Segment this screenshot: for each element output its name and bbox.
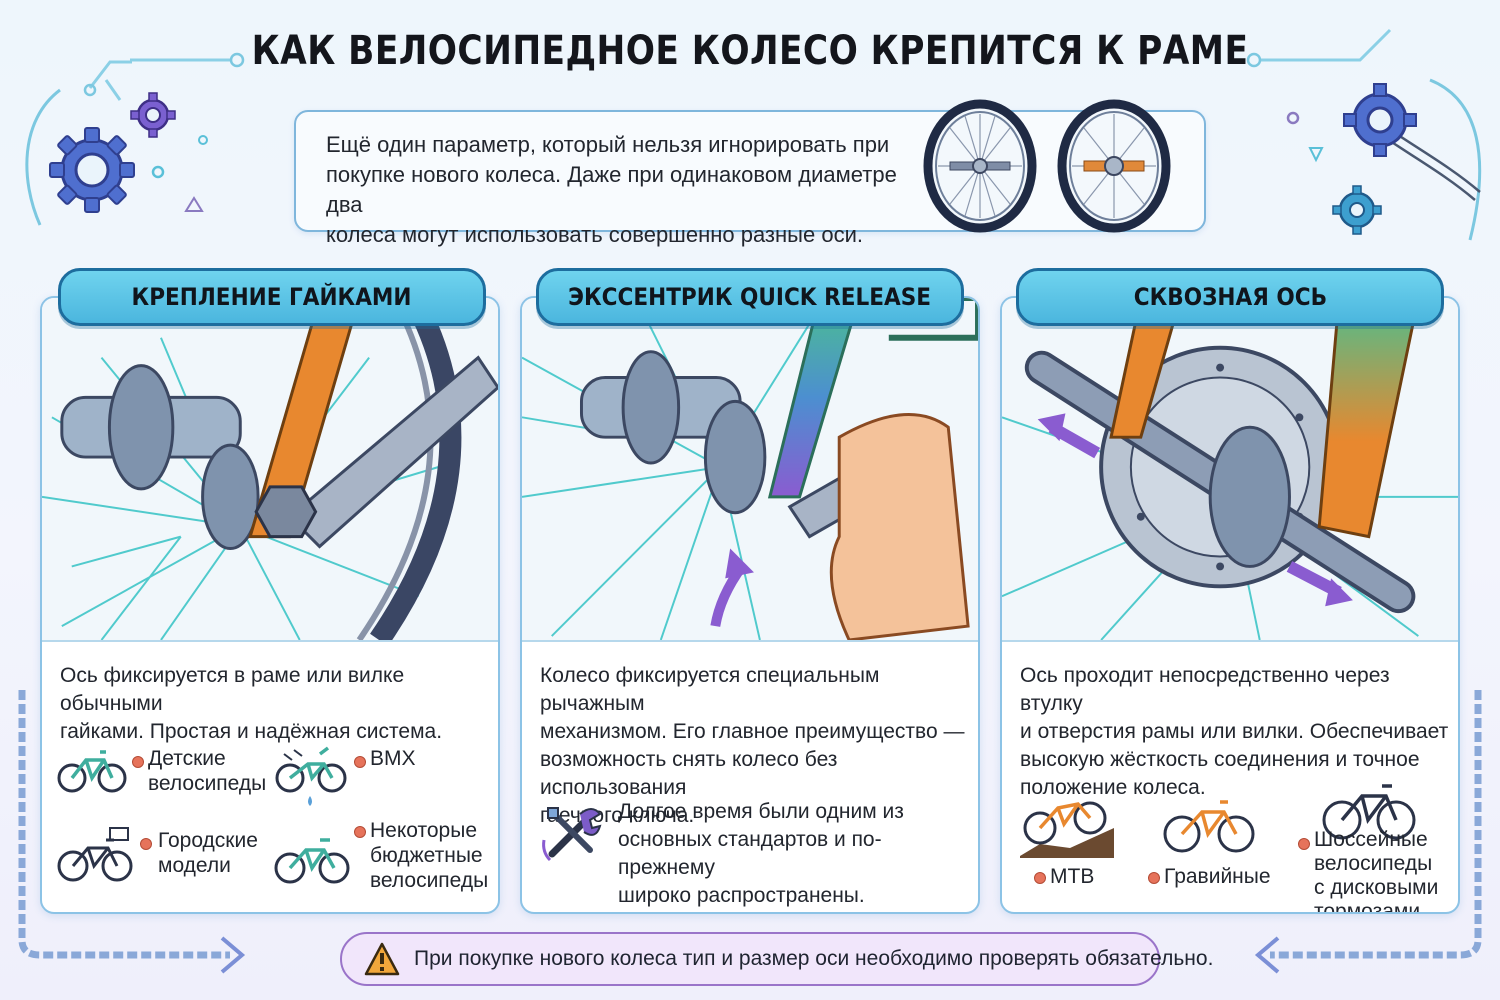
gear-icon [49,127,135,213]
bike-item-budget: Некоторые бюджетные велосипеды [274,819,494,904]
two-wheels-illustration [923,99,1171,233]
bike-label-city: Городские модели [158,829,258,877]
bike-item-bmx: BMX [274,736,484,826]
gear-icon [1343,83,1417,157]
budget-bike-icon [274,838,350,884]
panel-header-quick-release: ЭКССЕНТРИК QUICK RELEASE [536,268,964,326]
wheel-icon [923,99,1037,233]
bike-item-mtb: MTB [1020,788,1150,898]
bike-label-kids: Детские велосипеды [148,747,267,795]
quick-release-note: Долгое время были одним из основных стан… [618,800,904,907]
tools-icon [542,807,602,862]
nut-mount-description: Ось фиксируется в раме или вилке обычным… [60,664,443,743]
road-bike-icon [1322,784,1416,840]
wheel-icon [1057,99,1171,233]
bullet-icon [140,838,152,850]
warning-bar: При покупке нового колеса тип и размер о… [340,932,1213,986]
panel-thru-axle: Ось проходит непосредственно через втулк… [1000,296,1460,914]
bike-label-mtb: MTB [1050,865,1095,888]
thru-axle-illustration [1002,298,1458,642]
panel-nut-mount: Ось фиксируется в раме или вилке обычным… [40,296,500,914]
small-gear-icon [1332,185,1382,235]
bullet-icon [1034,872,1046,884]
panel-quick-release: Колесо фиксируется специальным рычажным … [520,296,980,914]
bike-item-gravel: Гравийные [1142,788,1292,898]
city-bike-icon [57,827,133,882]
bullet-icon [354,756,366,768]
decor-right [1246,28,1482,241]
quick-release-description: Колесо фиксируется специальным рычажным … [540,664,965,827]
warning-text: При покупке нового колеса тип и размер о… [414,947,1214,970]
bike-label-gravel: Гравийные [1164,865,1271,888]
nut-mount-illustration [42,298,498,642]
page-title: КАК ВЕЛОСИПЕДНОЕ КОЛЕСО КРЕПИТСЯ К РАМЕ [251,28,1249,74]
mtb-bike-icon [1020,801,1114,858]
thru-axle-description: Ось проходит непосредственно через втулк… [1020,664,1449,799]
bullet-icon [132,756,144,768]
panel-header-thru-axle: СКВОЗНАЯ ОСЬ [1016,268,1444,326]
small-gear-icon [130,92,176,138]
intro-box: Ещё один параметр, который нельзя игнори… [294,110,1206,247]
bike-item-road: Шоссейные велосипеды с дисковыми тормоза… [1292,778,1452,914]
bullet-icon [1148,872,1160,884]
quick-release-illustration [522,298,978,642]
gravel-bike-icon [1163,800,1255,853]
bike-item-kids: Детские велосипеды [56,736,266,806]
bike-label-road: Шоссейные велосипеды с дисковыми тормоза… [1314,828,1439,914]
chain-left-decor [18,690,246,974]
bike-label-bmx: BMX [370,747,416,770]
panel-header-nut-mount: КРЕПЛЕНИЕ ГАЙКАМИ [58,268,486,326]
intro-text: Ещё один параметр, который нельзя игнори… [326,132,897,247]
chain-right-decor [1254,690,1482,974]
bmx-bike-icon [275,746,347,806]
decor-left [25,52,245,226]
bullet-icon [354,826,366,838]
warning-icon [364,942,400,976]
bullet-icon [1298,838,1310,850]
bike-item-city: Городские модели [56,824,266,894]
kids-bike-icon [57,750,127,793]
bike-label-budget: Некоторые бюджетные велосипеды [370,819,489,892]
